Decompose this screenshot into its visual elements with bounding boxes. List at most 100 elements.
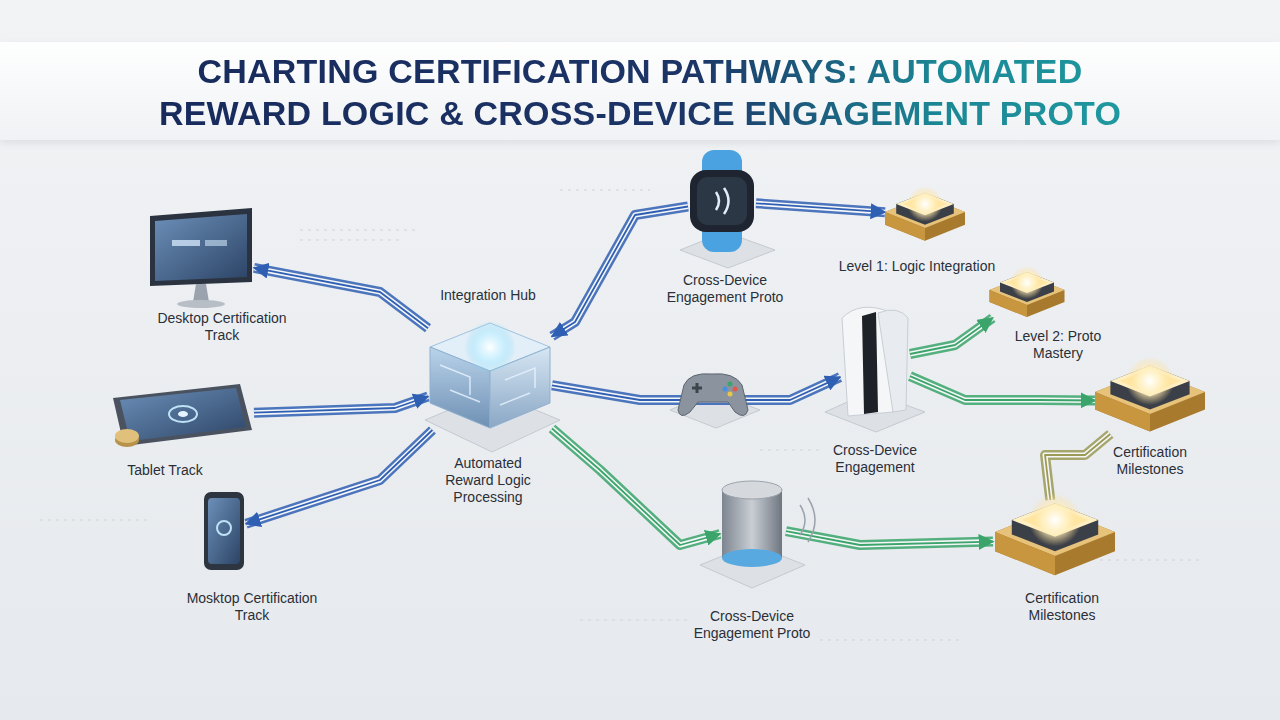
watch-case <box>690 170 754 232</box>
device-node: Desktop Certification Track <box>150 210 254 306</box>
connector-line <box>552 429 720 546</box>
tablet-device <box>113 384 252 446</box>
milestone-chip <box>990 266 1065 317</box>
flow-connector <box>910 318 993 354</box>
speaker-top <box>722 481 782 499</box>
device-node: Mosktop Certification Track <box>202 490 246 572</box>
game-console <box>842 307 908 416</box>
monitor-base <box>177 300 225 308</box>
tablet-icon <box>169 406 197 422</box>
connector-line <box>1045 434 1110 500</box>
sound-waves <box>800 498 815 542</box>
node-label: Automated Reward Logic Processing <box>432 455 544 506</box>
flow-connector <box>552 429 720 546</box>
connector-line <box>910 376 1095 400</box>
connector-line <box>786 531 993 545</box>
connector-line <box>910 318 993 354</box>
connector-line <box>552 429 720 546</box>
connector-line <box>756 203 885 212</box>
connector-line <box>786 531 993 545</box>
connector-line <box>910 318 993 354</box>
milestone-chip <box>885 186 965 240</box>
node-label: Integration Hub <box>403 287 573 304</box>
device-node: Cross-Device Engagement <box>840 305 910 417</box>
milestone-chip <box>1095 357 1205 432</box>
connector-line <box>1045 434 1110 500</box>
connector-line <box>756 203 885 212</box>
speaker-body <box>722 490 782 558</box>
node-label: Cross-Device Engagement <box>805 442 945 476</box>
flow-connector <box>254 397 428 413</box>
node-label: Level 2: Proto Mastery <box>1012 328 1104 362</box>
connector-line <box>246 430 432 524</box>
tablet-icon <box>178 411 188 417</box>
console-core <box>862 312 878 414</box>
phone-screen <box>208 498 240 564</box>
monitor-screen <box>155 214 247 281</box>
screen-bar <box>205 240 227 246</box>
tablet-frame <box>113 384 252 446</box>
gamepad-button <box>728 382 733 387</box>
device-node: Cross-Device Engagement Proto <box>688 150 756 252</box>
flow-connector <box>1045 434 1110 500</box>
flow-connector <box>756 203 885 212</box>
connector-line <box>246 430 432 524</box>
connector-line <box>552 429 720 546</box>
connector-line <box>552 207 688 337</box>
gamepad <box>678 374 748 416</box>
device-node: Level 1: Logic Integration <box>885 190 965 240</box>
node-label: Tablet Track <box>105 462 225 479</box>
speaker-ring <box>722 549 782 567</box>
milestone-chip <box>995 494 1115 576</box>
connector-line <box>552 207 688 337</box>
device-node: Cross-Device Engagement Proto <box>720 480 786 570</box>
phone-frame <box>204 492 244 570</box>
connector-line <box>254 397 428 413</box>
node-label: Certification Milestones <box>1094 444 1206 478</box>
console-shell <box>878 310 908 412</box>
coin <box>115 429 139 447</box>
watch-face <box>697 177 747 225</box>
cube-glow <box>464 321 516 373</box>
gamepad-button <box>728 392 733 397</box>
flow-connector <box>552 207 688 337</box>
flow-connector <box>910 376 1095 400</box>
title-bar: CHARTING CERTIFICATION PATHWAYS: AUTOMAT… <box>0 42 1280 140</box>
flow-connector <box>246 430 432 524</box>
connector-line <box>254 397 428 413</box>
smart-speaker <box>722 481 815 567</box>
gamepad-button <box>733 387 738 392</box>
gamepad-dpad <box>692 383 702 393</box>
connector-line <box>254 397 428 413</box>
node-label: Cross-Device Engagement Proto <box>650 272 800 306</box>
device-node: Certification Milestones <box>1095 368 1205 434</box>
decor-lines <box>40 190 1200 640</box>
tablet-screen <box>120 388 246 441</box>
connector-line <box>552 207 688 337</box>
phone-icon <box>217 521 231 535</box>
gamepad-body <box>678 374 748 416</box>
connector-line <box>910 376 1095 400</box>
connector-line <box>910 318 993 354</box>
flow-connector <box>786 531 993 545</box>
phone-device <box>204 492 244 570</box>
speaker-platform <box>700 544 805 588</box>
node-label: Certification Milestones <box>1006 590 1118 624</box>
decor-dash <box>40 190 1200 640</box>
connector-line <box>246 430 432 524</box>
gamepad-button <box>723 387 728 392</box>
device-node: Level 2: Proto Mastery <box>990 268 1065 318</box>
device-node: Certification Milestones <box>993 500 1117 580</box>
device-node: Tablet Track <box>112 383 254 447</box>
node-label: Mosktop Certification Track <box>182 590 322 624</box>
platforms <box>425 232 925 588</box>
hub-cube <box>430 321 550 428</box>
node-label: Desktop Certification Track <box>152 310 292 344</box>
connector-line <box>1045 434 1110 500</box>
connector-line <box>910 376 1095 400</box>
watch-icon <box>716 188 729 214</box>
device-node: Integration HubAutomated Reward Logic Pr… <box>428 320 552 430</box>
monitor-stand <box>193 284 209 302</box>
node-label: Level 1: Logic Integration <box>817 258 1017 275</box>
